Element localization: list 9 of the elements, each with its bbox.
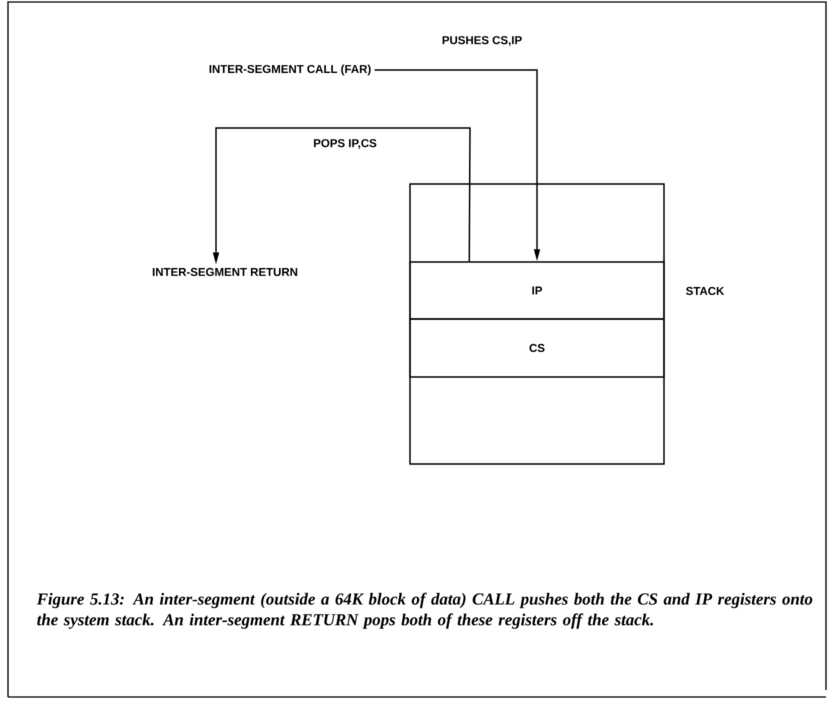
instruction-label: INTER-SEGMENT CALL (FAR) [210, 64, 371, 76]
stack-label: STACK [686, 286, 724, 296]
stack-box [409, 183, 665, 465]
stack-cell: IP [409, 261, 665, 320]
stack-cell: CS [409, 318, 665, 378]
edge-label: POPS IP,CS [312, 138, 378, 150]
edge-label: PUSHES CS,IP [440, 34, 524, 48]
figure-caption: Figure 5.13: An inter-segment (outside a 64K block of data) CALL pushes both the CS and IP registers onto the system stack. An inter-segment RETURN pops both of these registers off the stack. [36, 592, 812, 629]
instruction-label: INTER-SEGMENT RETURN [152, 268, 298, 276]
